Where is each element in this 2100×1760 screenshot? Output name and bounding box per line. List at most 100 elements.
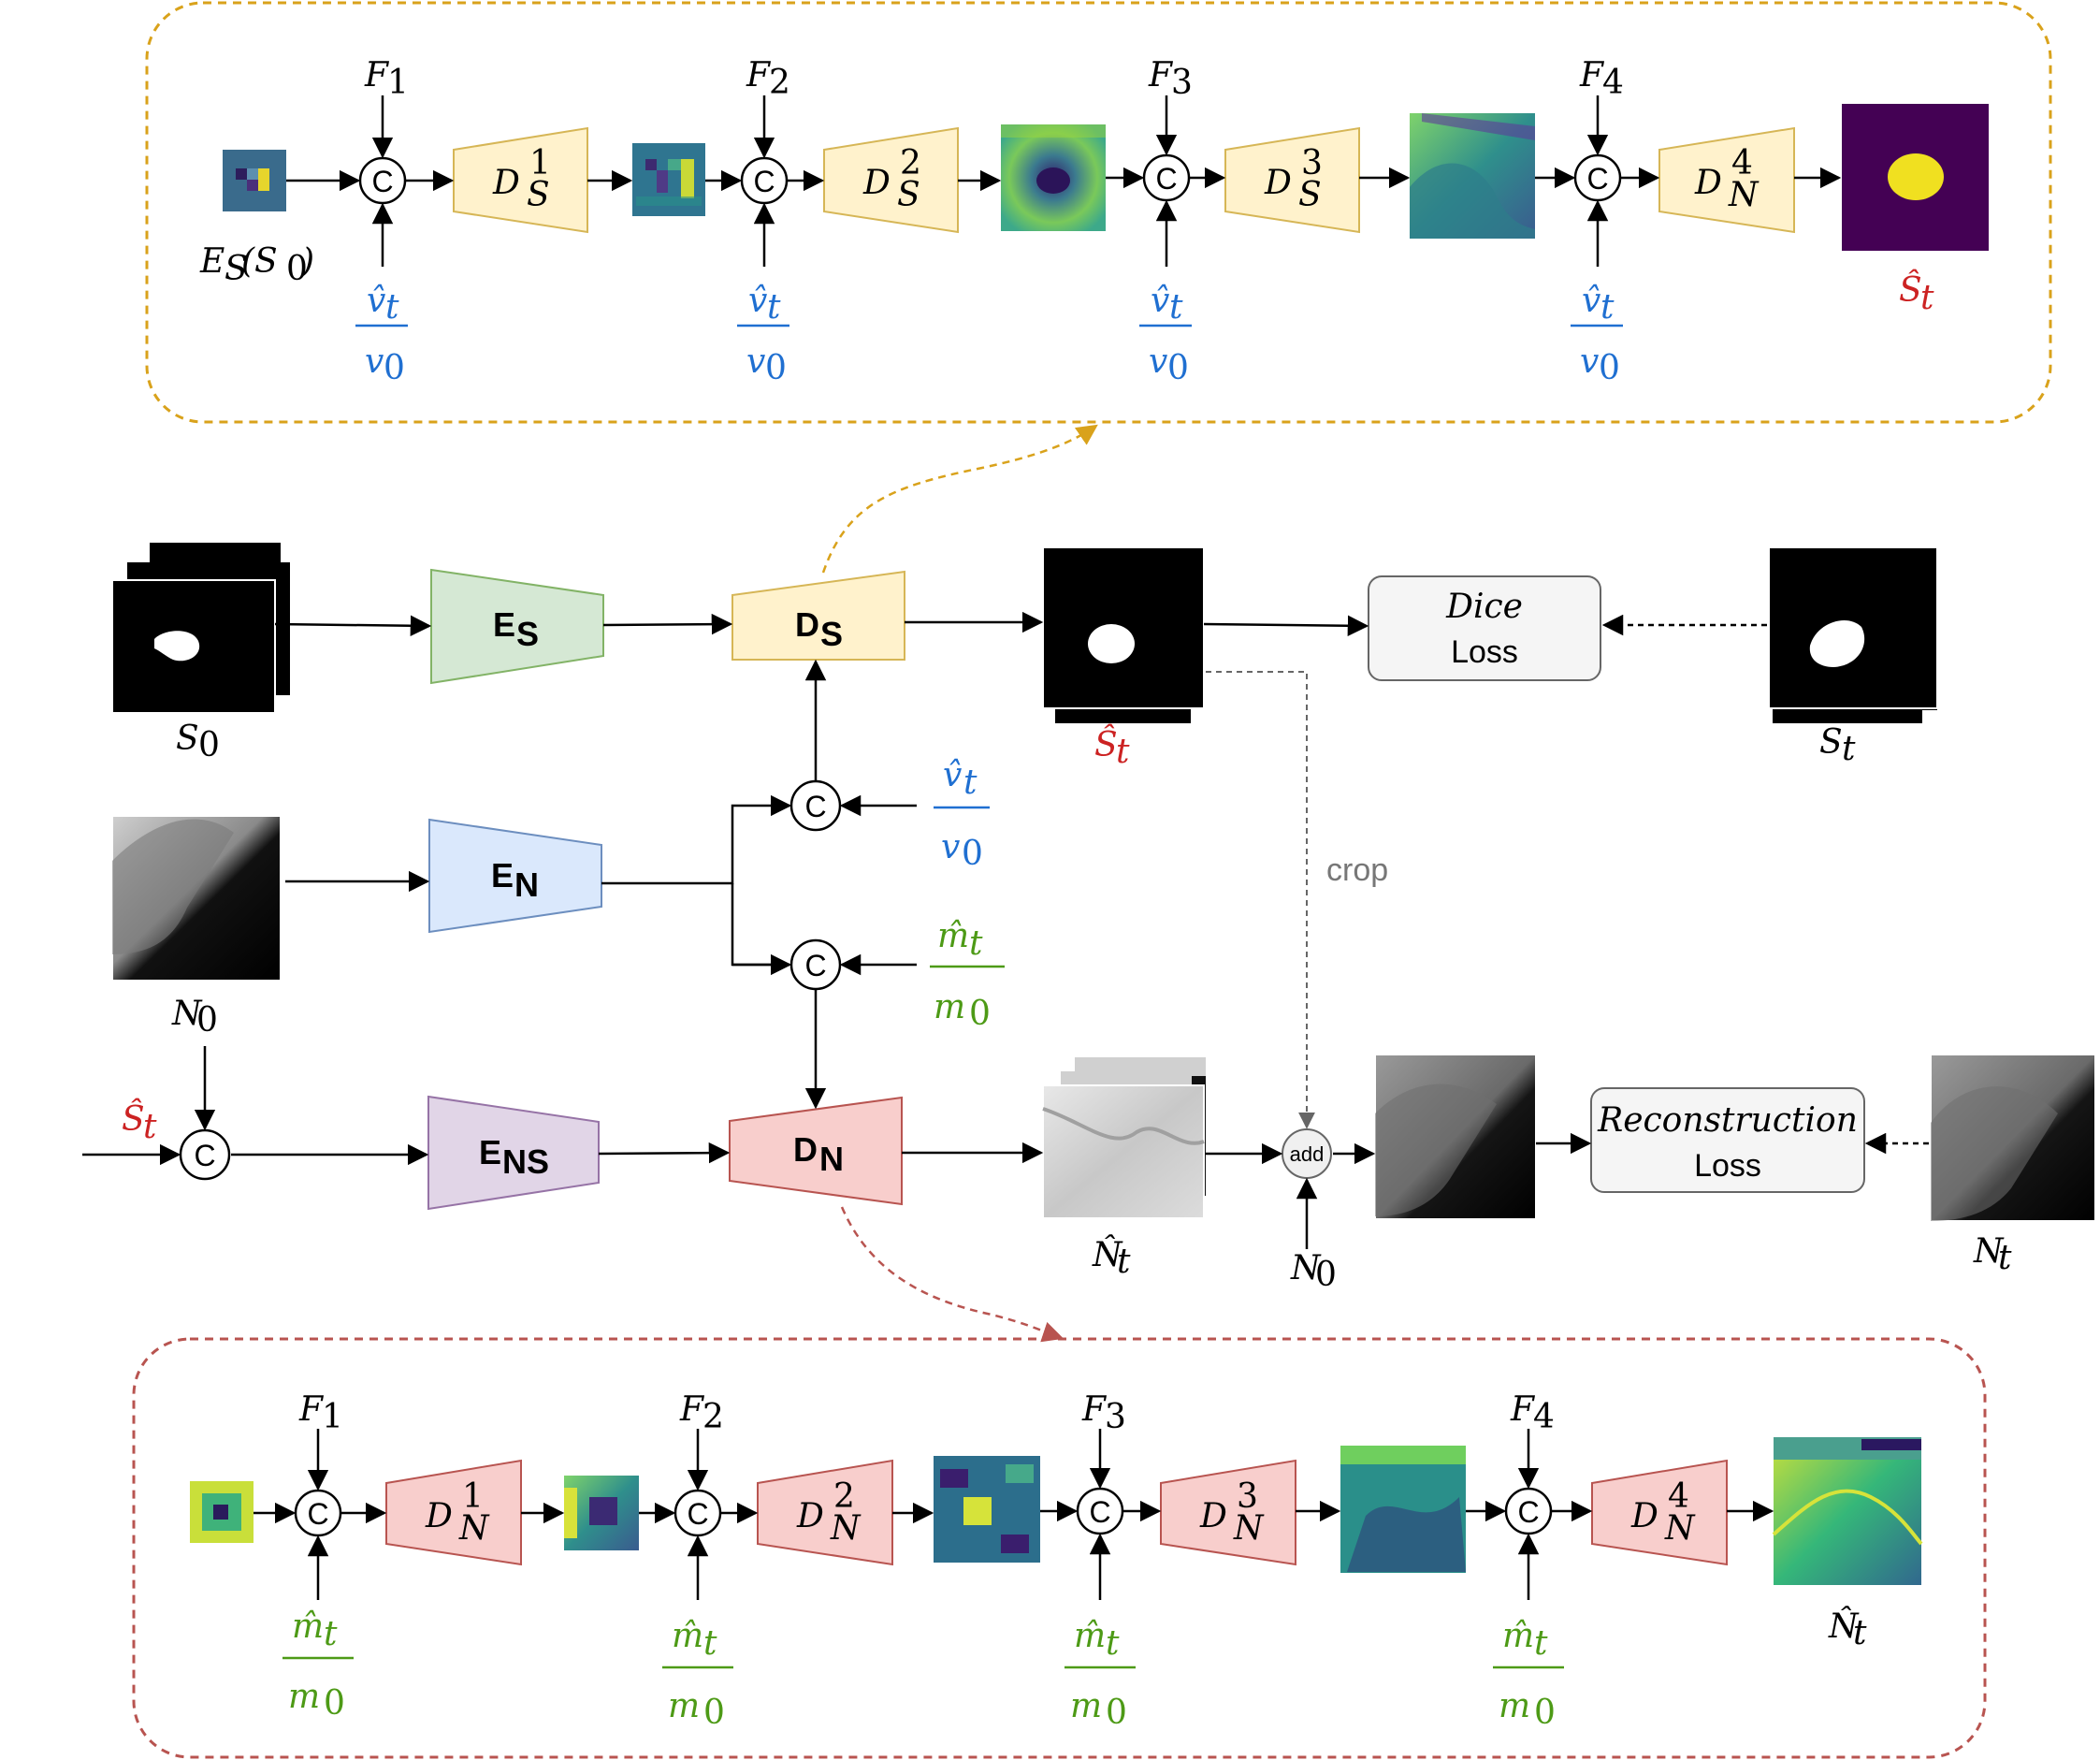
bottom-decoders [385, 1459, 1728, 1566]
svg-text:): ) [300, 242, 314, 281]
svg-text:Ŝ: Ŝ [122, 1099, 145, 1139]
svg-text:t: t [1920, 279, 1934, 317]
svg-text:NS: NS [502, 1142, 549, 1181]
svg-text:N: N [1233, 1509, 1265, 1548]
svg-text:S: S [516, 615, 539, 653]
svg-text:S: S [1819, 723, 1843, 762]
svg-text:2: 2 [833, 1477, 855, 1516]
svg-text:D: D [1630, 1497, 1658, 1535]
svg-text:t: t [767, 288, 781, 327]
svg-text:C: C [753, 165, 775, 198]
bottom-feature-map-4 [1340, 1446, 1466, 1573]
svg-text:m: m [288, 1678, 320, 1716]
svg-text:E: E [199, 242, 224, 281]
svg-text:C: C [1155, 162, 1177, 196]
svg-text:Dice: Dice [1445, 588, 1523, 626]
svg-text:t: t [1998, 1239, 2012, 1277]
svg-text:v̂: v̂ [943, 756, 962, 794]
svg-text:t: t [143, 1108, 157, 1146]
s0-image-stack [111, 543, 290, 714]
nt-hat-image-stack [1042, 1057, 1206, 1219]
svg-text:v̂: v̂ [1582, 282, 1600, 320]
svg-text:v: v [941, 828, 960, 866]
svg-text:0: 0 [765, 349, 787, 387]
top-velocity-ratios: v̂ t v 0 v̂ t v 0 v̂ t v 0 v̂ t v 0 [355, 282, 1623, 387]
svg-text:1: 1 [529, 144, 551, 182]
svg-text:Ŝ: Ŝ [1899, 270, 1922, 310]
svg-text:3: 3 [1105, 1398, 1126, 1436]
svg-text:F: F [364, 56, 390, 95]
svg-text:N: N [458, 1509, 490, 1548]
svg-text:N: N [514, 865, 539, 904]
svg-text:0: 0 [962, 835, 983, 873]
svg-text:D: D [425, 1497, 453, 1535]
svg-text:t: t [1600, 288, 1615, 327]
svg-text:N: N [819, 1140, 844, 1178]
svg-text:E: E [479, 1133, 501, 1171]
bottom-feature-map-2 [564, 1476, 639, 1550]
nt-image-stack [1930, 1054, 2096, 1222]
svg-text:C: C [307, 1497, 328, 1531]
svg-text:3: 3 [1237, 1477, 1258, 1516]
svg-text:S: S [224, 250, 248, 288]
svg-text:t: t [1169, 288, 1183, 327]
svg-text:D: D [793, 1130, 818, 1169]
n0-bottom-label: N 0 [1290, 1249, 1337, 1294]
svg-text:0: 0 [969, 995, 991, 1033]
svg-text:3: 3 [1171, 64, 1193, 102]
svg-text:m̂: m̂ [1074, 1617, 1106, 1655]
bottom-f-labels: F 1 F 2 F 3 F 4 [298, 1390, 1555, 1436]
bottom-concat-nodes: C C C C [294, 1487, 1553, 1537]
svg-text:Loss: Loss [1694, 1148, 1761, 1184]
svg-text:2: 2 [702, 1398, 724, 1436]
shat-input-label: Ŝ t [122, 1099, 157, 1146]
st-hat-image-stack [1042, 546, 1205, 723]
svg-text:t: t [1117, 1243, 1131, 1281]
svg-text:m: m [1499, 1687, 1530, 1725]
svg-text:v: v [1580, 342, 1599, 381]
st-label: S t [1819, 723, 1856, 768]
svg-text:C: C [1586, 162, 1608, 196]
nt-hat-label: N̂ t [1092, 1234, 1131, 1281]
top-input-label: E S (S 0 ) [199, 242, 314, 288]
svg-text:C: C [194, 1139, 215, 1172]
svg-text:C: C [371, 165, 393, 198]
svg-text:v̂: v̂ [748, 282, 767, 320]
svg-text:S: S [176, 720, 199, 758]
main-concat-nodes: C C C [179, 779, 842, 1181]
encoder-ens: E NS [427, 1095, 600, 1211]
svg-text:N̂: N̂ [1092, 1234, 1123, 1274]
ds-detail-link [821, 424, 1098, 574]
st-image-stack [1768, 546, 1938, 723]
svg-text:F: F [1148, 56, 1174, 95]
svg-text:S: S [1298, 176, 1322, 214]
st-hat-label: Ŝ t [1094, 725, 1130, 771]
svg-text:N: N [1290, 1249, 1322, 1287]
svg-text:4: 4 [1602, 64, 1624, 102]
svg-text:D: D [492, 164, 520, 202]
svg-text:S: S [527, 176, 550, 214]
svg-text:D: D [1694, 164, 1722, 202]
svg-text:0: 0 [1315, 1256, 1337, 1294]
svg-text:C: C [804, 790, 826, 823]
svg-text:m̂: m̂ [292, 1607, 324, 1646]
svg-text:m: m [668, 1687, 700, 1725]
svg-text:D: D [1264, 164, 1292, 202]
add-node: add [1282, 1128, 1332, 1179]
svg-text:S: S [820, 615, 843, 653]
svg-text:t: t [385, 288, 399, 327]
svg-text:t: t [1534, 1624, 1548, 1663]
top-decoder-labels: D 1 S D 2 S D 3 S D 4 N [492, 144, 1760, 214]
svg-text:N: N [830, 1509, 862, 1548]
svg-text:0: 0 [196, 1001, 218, 1040]
svg-text:m: m [1070, 1687, 1102, 1725]
s0-label: S 0 [176, 720, 220, 764]
svg-text:F: F [298, 1390, 325, 1429]
bottom-feature-map-1 [190, 1481, 253, 1543]
svg-text:N̂: N̂ [1828, 1606, 1860, 1646]
main-flow-arrows [82, 611, 1592, 1249]
svg-text:2: 2 [769, 64, 790, 102]
svg-text:4: 4 [1668, 1477, 1689, 1516]
svg-text:Ŝ: Ŝ [1094, 725, 1118, 764]
svg-text:Loss: Loss [1451, 634, 1518, 670]
